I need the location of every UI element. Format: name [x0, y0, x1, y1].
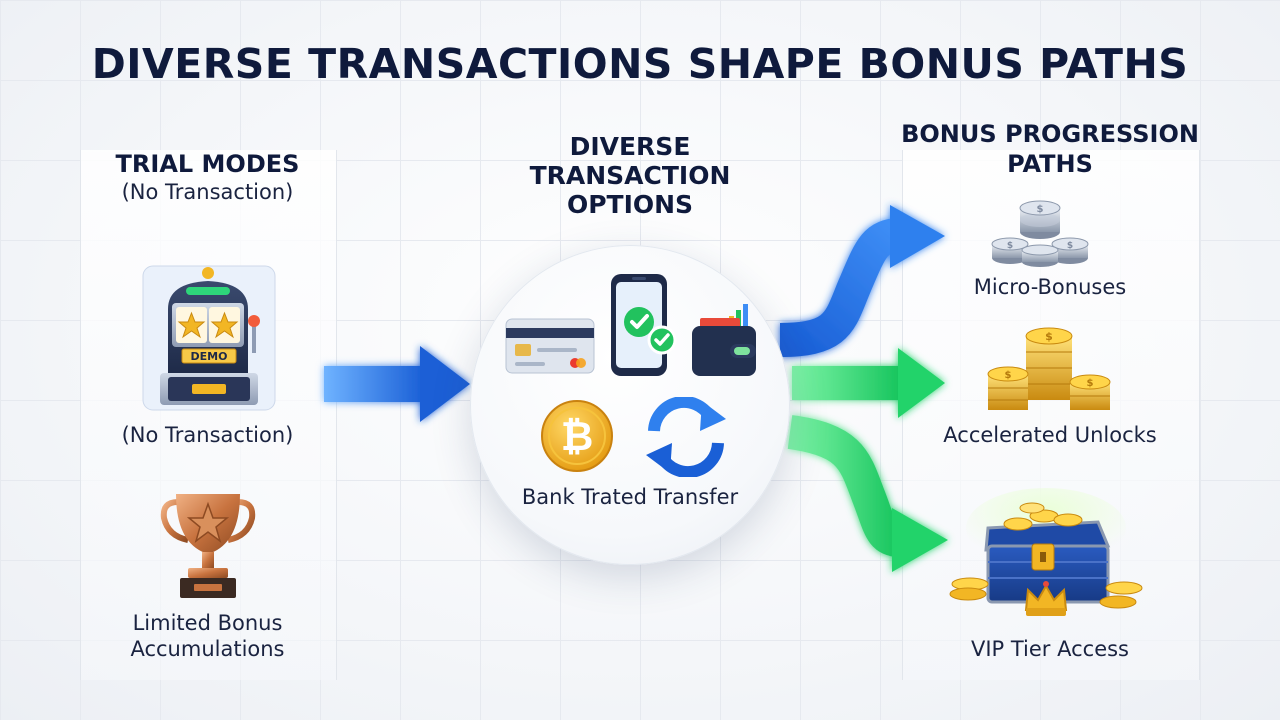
- page-title: DIVERSE TRANSACTIONS SHAPE BONUS PATHS: [91, 40, 1189, 88]
- accelerated-unlocks-label: Accelerated Unlocks: [943, 423, 1157, 447]
- svg-text:$: $: [1007, 241, 1013, 251]
- center-heading-line1: DIVERSE: [569, 132, 691, 161]
- svg-text:$: $: [1067, 241, 1073, 251]
- accelerated-arrow: [792, 348, 945, 418]
- treasure-chest-icon: [949, 488, 1143, 616]
- trophy-caption-line2: Accumulations: [130, 637, 285, 661]
- input-arrow: [324, 346, 470, 422]
- micro-bonuses-label: Micro-Bonuses: [973, 275, 1127, 299]
- svg-text:$: $: [1037, 204, 1044, 215]
- svg-text:₿: ₿: [561, 414, 594, 460]
- gold-coins-icon: $ $ $: [987, 327, 1111, 410]
- silver-coins-icon: $ $ $: [991, 200, 1089, 267]
- vip-arrow: [787, 415, 948, 572]
- center-heading-line2: TRANSACTION: [529, 161, 731, 190]
- demo-label: DEMO: [191, 350, 228, 363]
- wallet-icon: [692, 304, 756, 376]
- center-caption: Bank Trated Transfer: [521, 485, 739, 509]
- bonus-paths-heading-line1: BONUS PROGRESSION: [901, 120, 1199, 148]
- bitcoin-icon: ₿: [541, 400, 613, 472]
- transfer-icon: [646, 397, 726, 477]
- credit-card-icon: [505, 318, 595, 374]
- vip-tier-access-label: VIP Tier Access: [970, 637, 1130, 661]
- slot-machine-icon: DEMO: [142, 265, 276, 411]
- trophy-icon: [160, 494, 256, 598]
- trial-modes-subheading: (No Transaction): [121, 180, 294, 204]
- svg-text:$: $: [1005, 370, 1012, 381]
- center-heading-line3: OPTIONS: [566, 190, 694, 219]
- trophy-caption-line1: Limited Bonus: [132, 611, 283, 635]
- svg-text:$: $: [1087, 378, 1094, 389]
- trial-modes-heading: TRIAL MODES: [115, 150, 300, 178]
- slot-caption: (No Transaction): [121, 423, 294, 447]
- mobile-payment-icon: [611, 274, 677, 376]
- micro-bonus-arrow: [779, 205, 945, 357]
- bonus-paths-heading-line2: PATHS: [1007, 150, 1093, 178]
- svg-text:$: $: [1045, 330, 1053, 343]
